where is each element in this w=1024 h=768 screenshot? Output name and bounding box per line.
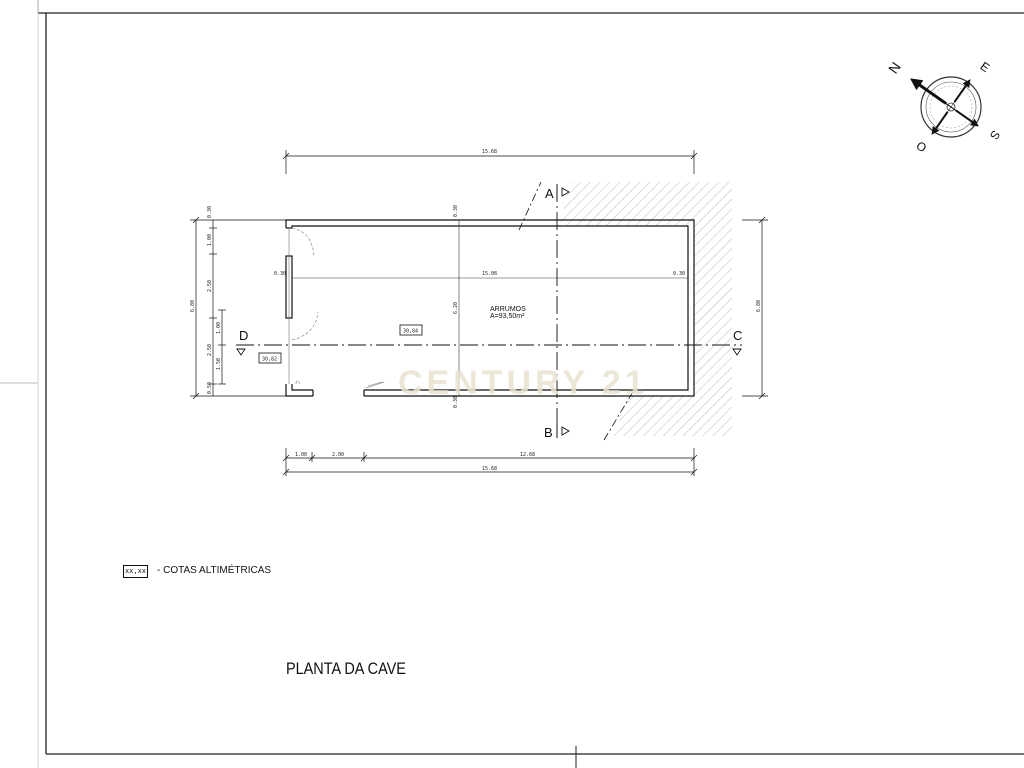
elevation-inside: 30,84: [403, 329, 418, 335]
compass-n: N: [885, 59, 904, 76]
dim-left-lines: [190, 216, 286, 400]
section-marker-b: B: [544, 424, 570, 440]
dim-left-outer-3: 2.50: [207, 280, 213, 292]
dim-wall-left: 0.30: [274, 271, 286, 277]
elevation-outside: 30,82: [262, 357, 277, 363]
dim-wall-right: 0.30: [673, 271, 685, 277]
dim-inner-width: 15.08: [482, 271, 497, 277]
hatch-edge-top: [518, 181, 542, 231]
dim-right-lines: [742, 216, 768, 400]
dim-right-total: 6.80: [756, 300, 762, 312]
dim-left-total: 6.80: [190, 300, 196, 312]
dim-wall-bottom: 0.30: [453, 396, 459, 408]
stair-symbol: [365, 381, 385, 389]
watermark: CENTURY 21: [398, 364, 648, 402]
dim-bottom-seg2: 2.00: [332, 452, 344, 458]
dim-left-outer-4: 2.50: [207, 344, 213, 356]
compass-s: S: [987, 128, 1003, 143]
door-swing-mid: [291, 311, 319, 341]
legend-text: - COTAS ALTIMÉTRICAS: [157, 565, 272, 576]
door-swing-top: [291, 227, 315, 257]
dim-inner-height: 6.20: [453, 302, 459, 314]
building-walls: [285, 219, 695, 397]
compass-rose: N E S O: [885, 59, 1003, 155]
section-marker-a: A: [545, 186, 570, 201]
compass-north-arrow: [910, 78, 947, 105]
dim-left-outer-1: 0.30: [207, 206, 213, 218]
dim-left-outer-5: 0.50: [207, 382, 213, 394]
earth-hatch: [560, 182, 732, 436]
section-label-a: A: [545, 186, 554, 201]
dim-left-outer-2: 1.00: [207, 234, 213, 246]
elevation-box-outside: [258, 352, 282, 364]
room-name: ARRUMOS: [490, 306, 526, 313]
section-marker-d: D: [236, 328, 248, 356]
section-marker-c: C: [732, 328, 742, 356]
dim-bottom-lines: [282, 448, 698, 476]
compass-o: O: [914, 138, 930, 155]
dim-top-total-line: [282, 150, 698, 174]
dim-left-inner-2: 1.50: [216, 358, 222, 370]
section-label-d: D: [239, 328, 248, 343]
section-label-b: B: [544, 425, 553, 440]
dim-wall-top: 0.30: [453, 205, 459, 217]
compass-e: E: [978, 59, 993, 75]
drawing-title: PLANTA DA CAVE: [286, 659, 406, 678]
elevation-box-inside: [399, 324, 423, 336]
dim-bottom-total: 15.68: [482, 466, 497, 472]
dim-left-inner-1: 1.00: [216, 322, 222, 334]
section-label-c: C: [733, 328, 742, 343]
hatch-edge-bottom: [603, 389, 635, 441]
dim-bottom-seg3: 12.68: [520, 452, 535, 458]
legend-symbol: xx,xx: [123, 565, 148, 578]
dim-bottom-seg1: 1.00: [295, 452, 307, 458]
dim-top-total: 15.68: [482, 149, 497, 155]
room-area: A=93,50m²: [490, 313, 525, 320]
door-swing-bottom: [295, 380, 301, 385]
